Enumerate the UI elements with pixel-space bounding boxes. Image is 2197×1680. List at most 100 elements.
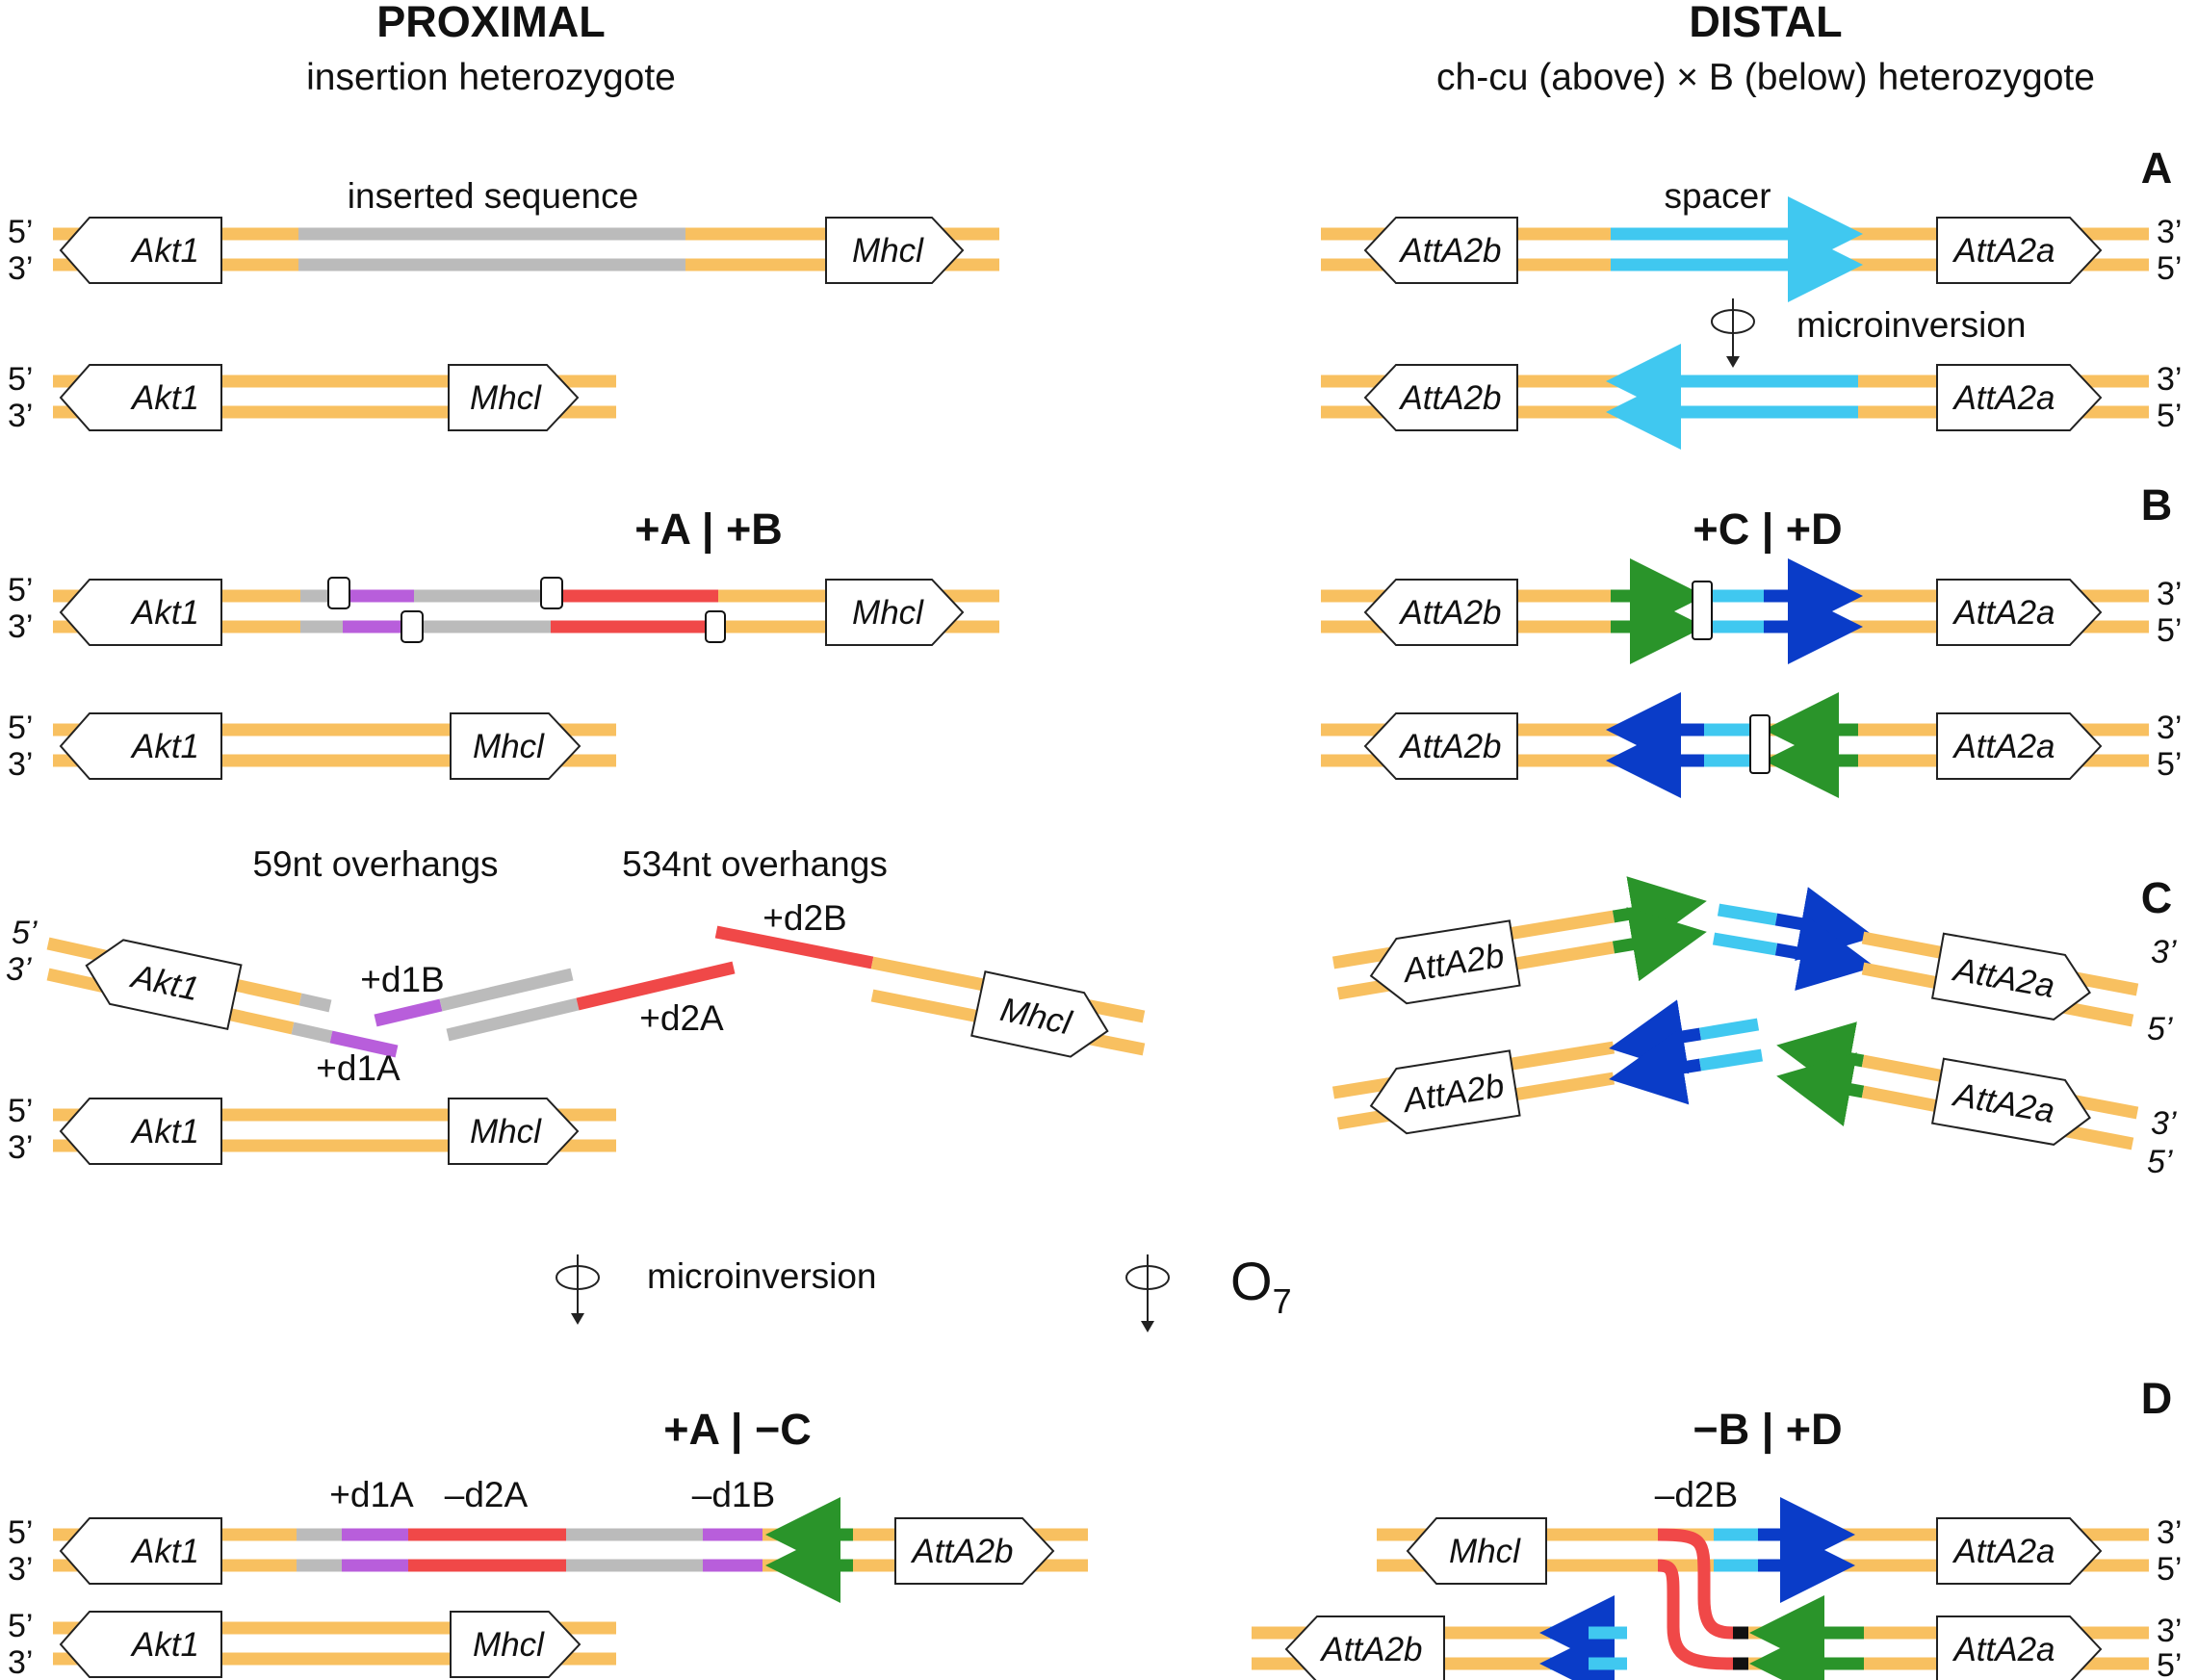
- panel-a-proximal: 5’ 3’ inserted sequence Akt1 Mhcl 5’ 3’ …: [8, 176, 999, 434]
- panel-letter-d: D: [2141, 1374, 2173, 1423]
- end-label: 5’: [2157, 398, 2182, 434]
- atta2a-gene-box: AttA2a: [1936, 217, 2103, 284]
- end-label: 3’: [2157, 1613, 2182, 1649]
- panel-d-right-title: −B | +D: [1693, 1405, 1842, 1455]
- microinversion-icon: [556, 1254, 600, 1325]
- mhcl-gene-box: Mhcl: [825, 579, 965, 646]
- proximal-title: PROXIMAL: [376, 0, 606, 46]
- end-label: 3’: [8, 608, 33, 645]
- distal-title: DISTAL: [1689, 0, 1842, 46]
- end-label: 3’: [2157, 576, 2182, 612]
- end-label: 5’: [2157, 250, 2182, 287]
- akt1-gene-box: Akt1: [59, 579, 222, 646]
- atta2b-gene-box: AttA2b: [1369, 1049, 1521, 1135]
- d2B-label: –d2B: [1655, 1475, 1738, 1514]
- spacer-label: spacer: [1664, 176, 1771, 216]
- end-label: 5’: [2147, 1011, 2173, 1047]
- atta2a-gene-box: AttA2a: [1936, 364, 2103, 431]
- end-label: 3’: [8, 398, 33, 434]
- mhcl-gene-box: Mhcl: [1406, 1517, 1547, 1585]
- gene-label: AttA2a: [1951, 1631, 2055, 1668]
- d1A-label: +d1A: [316, 1048, 401, 1088]
- microinversion-label: microinversion: [647, 1256, 877, 1296]
- atta2b-gene-box: AttA2b: [1363, 217, 1518, 284]
- nick-marker: [705, 610, 726, 643]
- gene-label: Akt1: [130, 594, 199, 632]
- gene-label: Mhcl: [852, 594, 924, 632]
- end-label: 3’: [2157, 214, 2182, 250]
- red-segment: [576, 961, 736, 1011]
- microinversion-icon: [1711, 298, 1755, 368]
- nick-marker: [1749, 714, 1771, 774]
- akt1-gene-box: Akt1: [59, 712, 222, 780]
- atta2b-gene-box: AttA2b: [894, 1517, 1055, 1585]
- akt1-gene-box: Akt1: [85, 939, 243, 1031]
- navy-arrow: [1774, 887, 1875, 962]
- end-label: 3’: [8, 1644, 33, 1680]
- nick-marker: [401, 610, 424, 643]
- atta2b-gene-box: AttA2b: [1363, 712, 1518, 780]
- gene-label: AttA2a: [1951, 379, 2055, 417]
- end-label: 3’: [2157, 1514, 2182, 1551]
- navy-arrow: [1609, 999, 1702, 1074]
- panel-d-proximal: +d1A –d2A –d1B 5’ 3’ Akt1 AttA2b 5’ 3’: [8, 1475, 1088, 1680]
- d1B-label: –d1B: [692, 1475, 775, 1514]
- purple-segment: [374, 998, 443, 1027]
- end-label: 3’: [2157, 361, 2182, 398]
- cyan-segment: [1717, 903, 1778, 926]
- end-label: 5’: [8, 710, 33, 746]
- inserted-sequence-label: inserted sequence: [348, 176, 638, 216]
- green-arrow: [1612, 876, 1707, 951]
- akt1-gene-box: Akt1: [59, 1098, 222, 1165]
- end-label: 3’: [8, 250, 33, 287]
- end-label: 5’: [12, 915, 38, 951]
- gene-label: AttA2b: [910, 1533, 1013, 1570]
- end-label: 5’: [8, 361, 33, 398]
- cyan-segment: [1712, 932, 1778, 956]
- end-label: 3’: [6, 951, 32, 988]
- green-arrow: [1776, 1021, 1865, 1096]
- end-label: 3’: [2151, 934, 2177, 970]
- end-label: 5’: [2157, 1647, 2182, 1680]
- end-label: 5’: [2147, 1144, 2173, 1180]
- end-label: 3’: [2151, 1105, 2177, 1142]
- gene-label: Akt1: [130, 1626, 199, 1664]
- gene-label: Mhcl: [473, 728, 545, 765]
- akt1-gene-box: Akt1: [59, 364, 222, 431]
- mhcl-gene-box: Mhcl: [970, 970, 1109, 1058]
- panel-c-proximal: 59nt overhangs 534nt overhangs 5’ 3’ Akt…: [6, 844, 1146, 1166]
- gene-label: Mhcl: [473, 1626, 545, 1664]
- gene-label: Akt1: [130, 1533, 199, 1570]
- panel-c-distal: AttA2b AttA2a 3’ 5’ AttA2b AttA2a: [1331, 876, 2177, 1180]
- panel-a-distal: spacer AttA2b AttA2a 3’ 5’ microinversio…: [1321, 176, 2182, 450]
- end-label: 5’: [2157, 612, 2182, 649]
- nick-marker: [1692, 581, 1713, 640]
- gene-label: AttA2a: [1951, 594, 2055, 632]
- o7-label: O7: [1230, 1251, 1292, 1321]
- atta2a-gene-box: AttA2a: [1930, 932, 2091, 1021]
- d2B-label: +d2B: [762, 898, 846, 938]
- mhcl-gene-box: Mhcl: [450, 1611, 582, 1678]
- end-label: 3’: [8, 746, 33, 783]
- end-label: 5’: [2157, 746, 2182, 783]
- end-label: 5’: [8, 214, 33, 250]
- gene-label: Mhcl: [470, 379, 542, 417]
- gene-label: Mhcl: [852, 232, 924, 270]
- end-label: 3’: [8, 1551, 33, 1588]
- panel-d-distal: –d2B Mhcl AttA2a 3’ 5’: [1252, 1475, 2182, 1680]
- green-arrow: [1612, 907, 1707, 982]
- atta2b-gene-box: AttA2b: [1284, 1615, 1445, 1680]
- overhang-59-label: 59nt overhangs: [252, 844, 498, 884]
- panel-letter-c: C: [2141, 873, 2173, 922]
- end-label: 3’: [2157, 710, 2182, 746]
- gene-label: AttA2a: [1951, 728, 2055, 765]
- green-arrow: [1776, 1052, 1865, 1126]
- end-label: 5’: [2157, 1551, 2182, 1588]
- inversion-icon: [1125, 1254, 1170, 1332]
- panel-b-right-title: +C | +D: [1693, 504, 1842, 555]
- gene-label: AttA2a: [1951, 232, 2055, 270]
- mhcl-gene-box: Mhcl: [448, 1098, 580, 1165]
- gene-label: Mhcl: [1449, 1533, 1521, 1570]
- gene-label: AttA2b: [1398, 232, 1501, 270]
- gene-label: AttA2b: [1398, 728, 1501, 765]
